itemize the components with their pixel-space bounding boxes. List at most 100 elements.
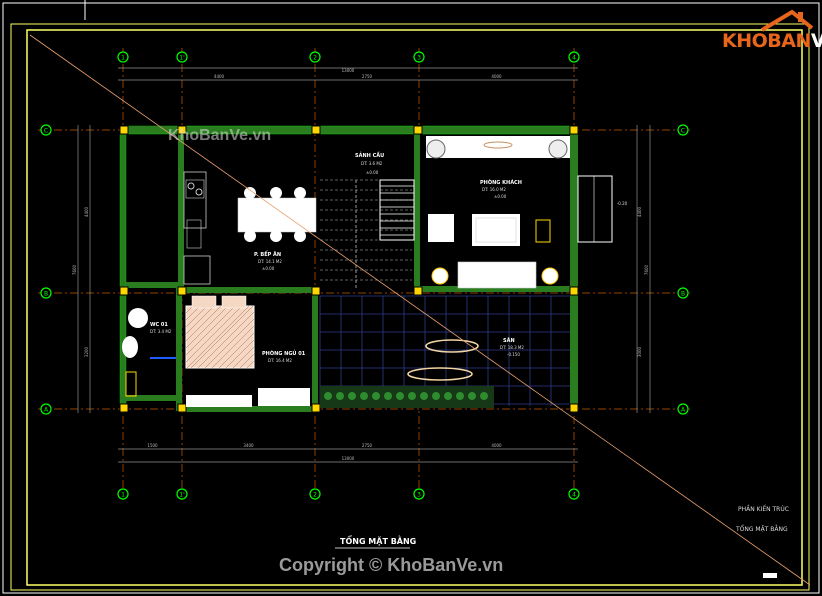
dim-bottom-seg-3: 4000	[491, 443, 502, 448]
shrub	[480, 392, 488, 400]
axis-bubble-top-4	[568, 51, 580, 63]
axis-bubble-left-2-label: A	[44, 407, 49, 414]
bed-pattern	[185, 305, 250, 370]
dining-chair-top-2	[294, 187, 306, 199]
axis-bubble-bottom-4	[568, 488, 580, 500]
shrub	[396, 392, 404, 400]
room-area-yard: DT: 18.3 M2	[500, 345, 524, 350]
room-name-wc: WC 01	[150, 322, 168, 328]
logo-part-ve: VE	[810, 30, 822, 52]
bed-pattern	[204, 318, 255, 369]
tv-cabinet-decor	[483, 141, 513, 149]
wall-bed-east	[312, 287, 318, 411]
shrub	[324, 392, 332, 400]
wall-west-upper	[119, 125, 127, 410]
dim-bottom-seg-2: 2750	[362, 443, 373, 448]
dim-right-seg-0: 4400	[637, 206, 642, 217]
pillow-right	[221, 295, 247, 309]
logo-part-kho: KHO	[722, 30, 768, 52]
scale-block	[763, 573, 777, 578]
dim-left-seg-1: 3200	[84, 346, 89, 357]
burner-icon	[195, 188, 203, 196]
tv-cabinet	[426, 136, 570, 158]
wall-wc-north	[126, 282, 182, 288]
structural-column-6	[177, 286, 187, 296]
dim-top-total: 13000	[342, 68, 355, 73]
dim-top-seg-0: 4400	[214, 74, 225, 79]
dim-right-seg-1: 3000	[637, 346, 642, 357]
wall-living-west	[414, 130, 420, 293]
axis-bubble-bottom-1	[176, 488, 188, 500]
coffee-table-top	[475, 217, 517, 243]
structural-column-12	[311, 403, 321, 413]
wall-living-south	[414, 286, 578, 292]
wc-basin	[128, 308, 148, 328]
axis-bubble-right-1-label: B	[681, 291, 685, 298]
axis-bubble-top-1-label: 1'	[179, 55, 185, 62]
shrub	[432, 392, 440, 400]
diagonal-reference-line	[29, 34, 811, 586]
shrub	[456, 392, 464, 400]
axis-bubble-top-2-label: 2	[313, 55, 317, 62]
sheet-frame-inner	[26, 29, 803, 586]
side-note-sheet: TỔNG MẶT BẰNG	[736, 526, 788, 533]
bed-pattern	[218, 332, 255, 369]
drawing-title: TỔNG MẶT BẰNG	[340, 537, 417, 546]
plant-pot-left	[426, 139, 446, 159]
wall-nw	[120, 126, 178, 131]
lamp-left-icon	[431, 267, 449, 285]
pillow-left	[191, 295, 217, 309]
axis-bubble-bottom-3	[413, 488, 425, 500]
lamp-right-icon	[541, 267, 559, 285]
khobanve-logo: KHOBANVE	[722, 8, 822, 54]
dining-chair-bottom-2	[294, 230, 306, 242]
dim-top-seg-2: 4000	[491, 74, 502, 79]
sofa	[457, 261, 537, 289]
dim-top-seg-1: 2750	[362, 74, 373, 79]
door-level-note: -0.20	[617, 201, 628, 206]
wall-east-yard	[570, 286, 578, 411]
axis-bubble-top-0-label: 1	[121, 55, 125, 62]
axis-bubble-right-2-label: A	[681, 407, 686, 414]
axis-bubble-right-1	[677, 287, 689, 299]
structural-column-11	[177, 403, 187, 413]
wardrobe	[186, 395, 252, 407]
dining-chair-top-0	[244, 187, 256, 199]
wall-wc-east	[176, 288, 182, 411]
axis-bubble-top-3-label: 3	[417, 55, 421, 62]
side-stool	[535, 219, 551, 243]
armchair	[428, 214, 454, 242]
structural-column-8	[413, 286, 423, 296]
watermark-top: KhoBanVe.vn	[168, 127, 272, 144]
axis-bubble-bottom-3-label: 3	[417, 492, 421, 499]
structural-column-3	[413, 125, 423, 135]
axis-bubble-bottom-2-label: 2	[313, 492, 317, 499]
shrub	[468, 392, 476, 400]
bed-pattern	[185, 305, 201, 321]
axis-bubble-top-0	[117, 51, 129, 63]
dim-bottom-total: 13000	[342, 456, 355, 461]
shrub	[336, 392, 344, 400]
dining-chair-bottom-1	[270, 230, 282, 242]
house-roof-icon	[760, 9, 814, 32]
shrub	[372, 392, 380, 400]
room-name-bedroom: PHÒNG NGỦ 01	[262, 351, 306, 357]
bed-pattern	[225, 339, 255, 369]
structural-column-1	[177, 125, 187, 135]
room-name-living: PHÒNG KHÁCH	[480, 180, 522, 186]
room-area-kitchen: DT: 14.1 M2	[258, 259, 282, 264]
dim-right-total: 7600	[644, 264, 649, 275]
axis-bubble-left-0-label: C	[44, 128, 48, 135]
axis-bubble-left-0	[40, 124, 52, 136]
fridge	[183, 255, 211, 285]
dim-left-total: 7600	[72, 264, 77, 275]
dining-chair-bottom-0	[244, 230, 256, 242]
dim-bottom-seg-1: 3400	[243, 443, 254, 448]
dining-chair-top-1	[270, 187, 282, 199]
wall-kitchen-west	[178, 134, 184, 294]
room-level-kitchen: ±0.00	[262, 266, 275, 271]
axis-bubble-top-4-label: 4	[572, 55, 576, 62]
structural-column-9	[569, 286, 579, 296]
axis-bubble-top-1	[176, 51, 188, 63]
axis-bubble-bottom-0-label: 1	[121, 492, 125, 499]
